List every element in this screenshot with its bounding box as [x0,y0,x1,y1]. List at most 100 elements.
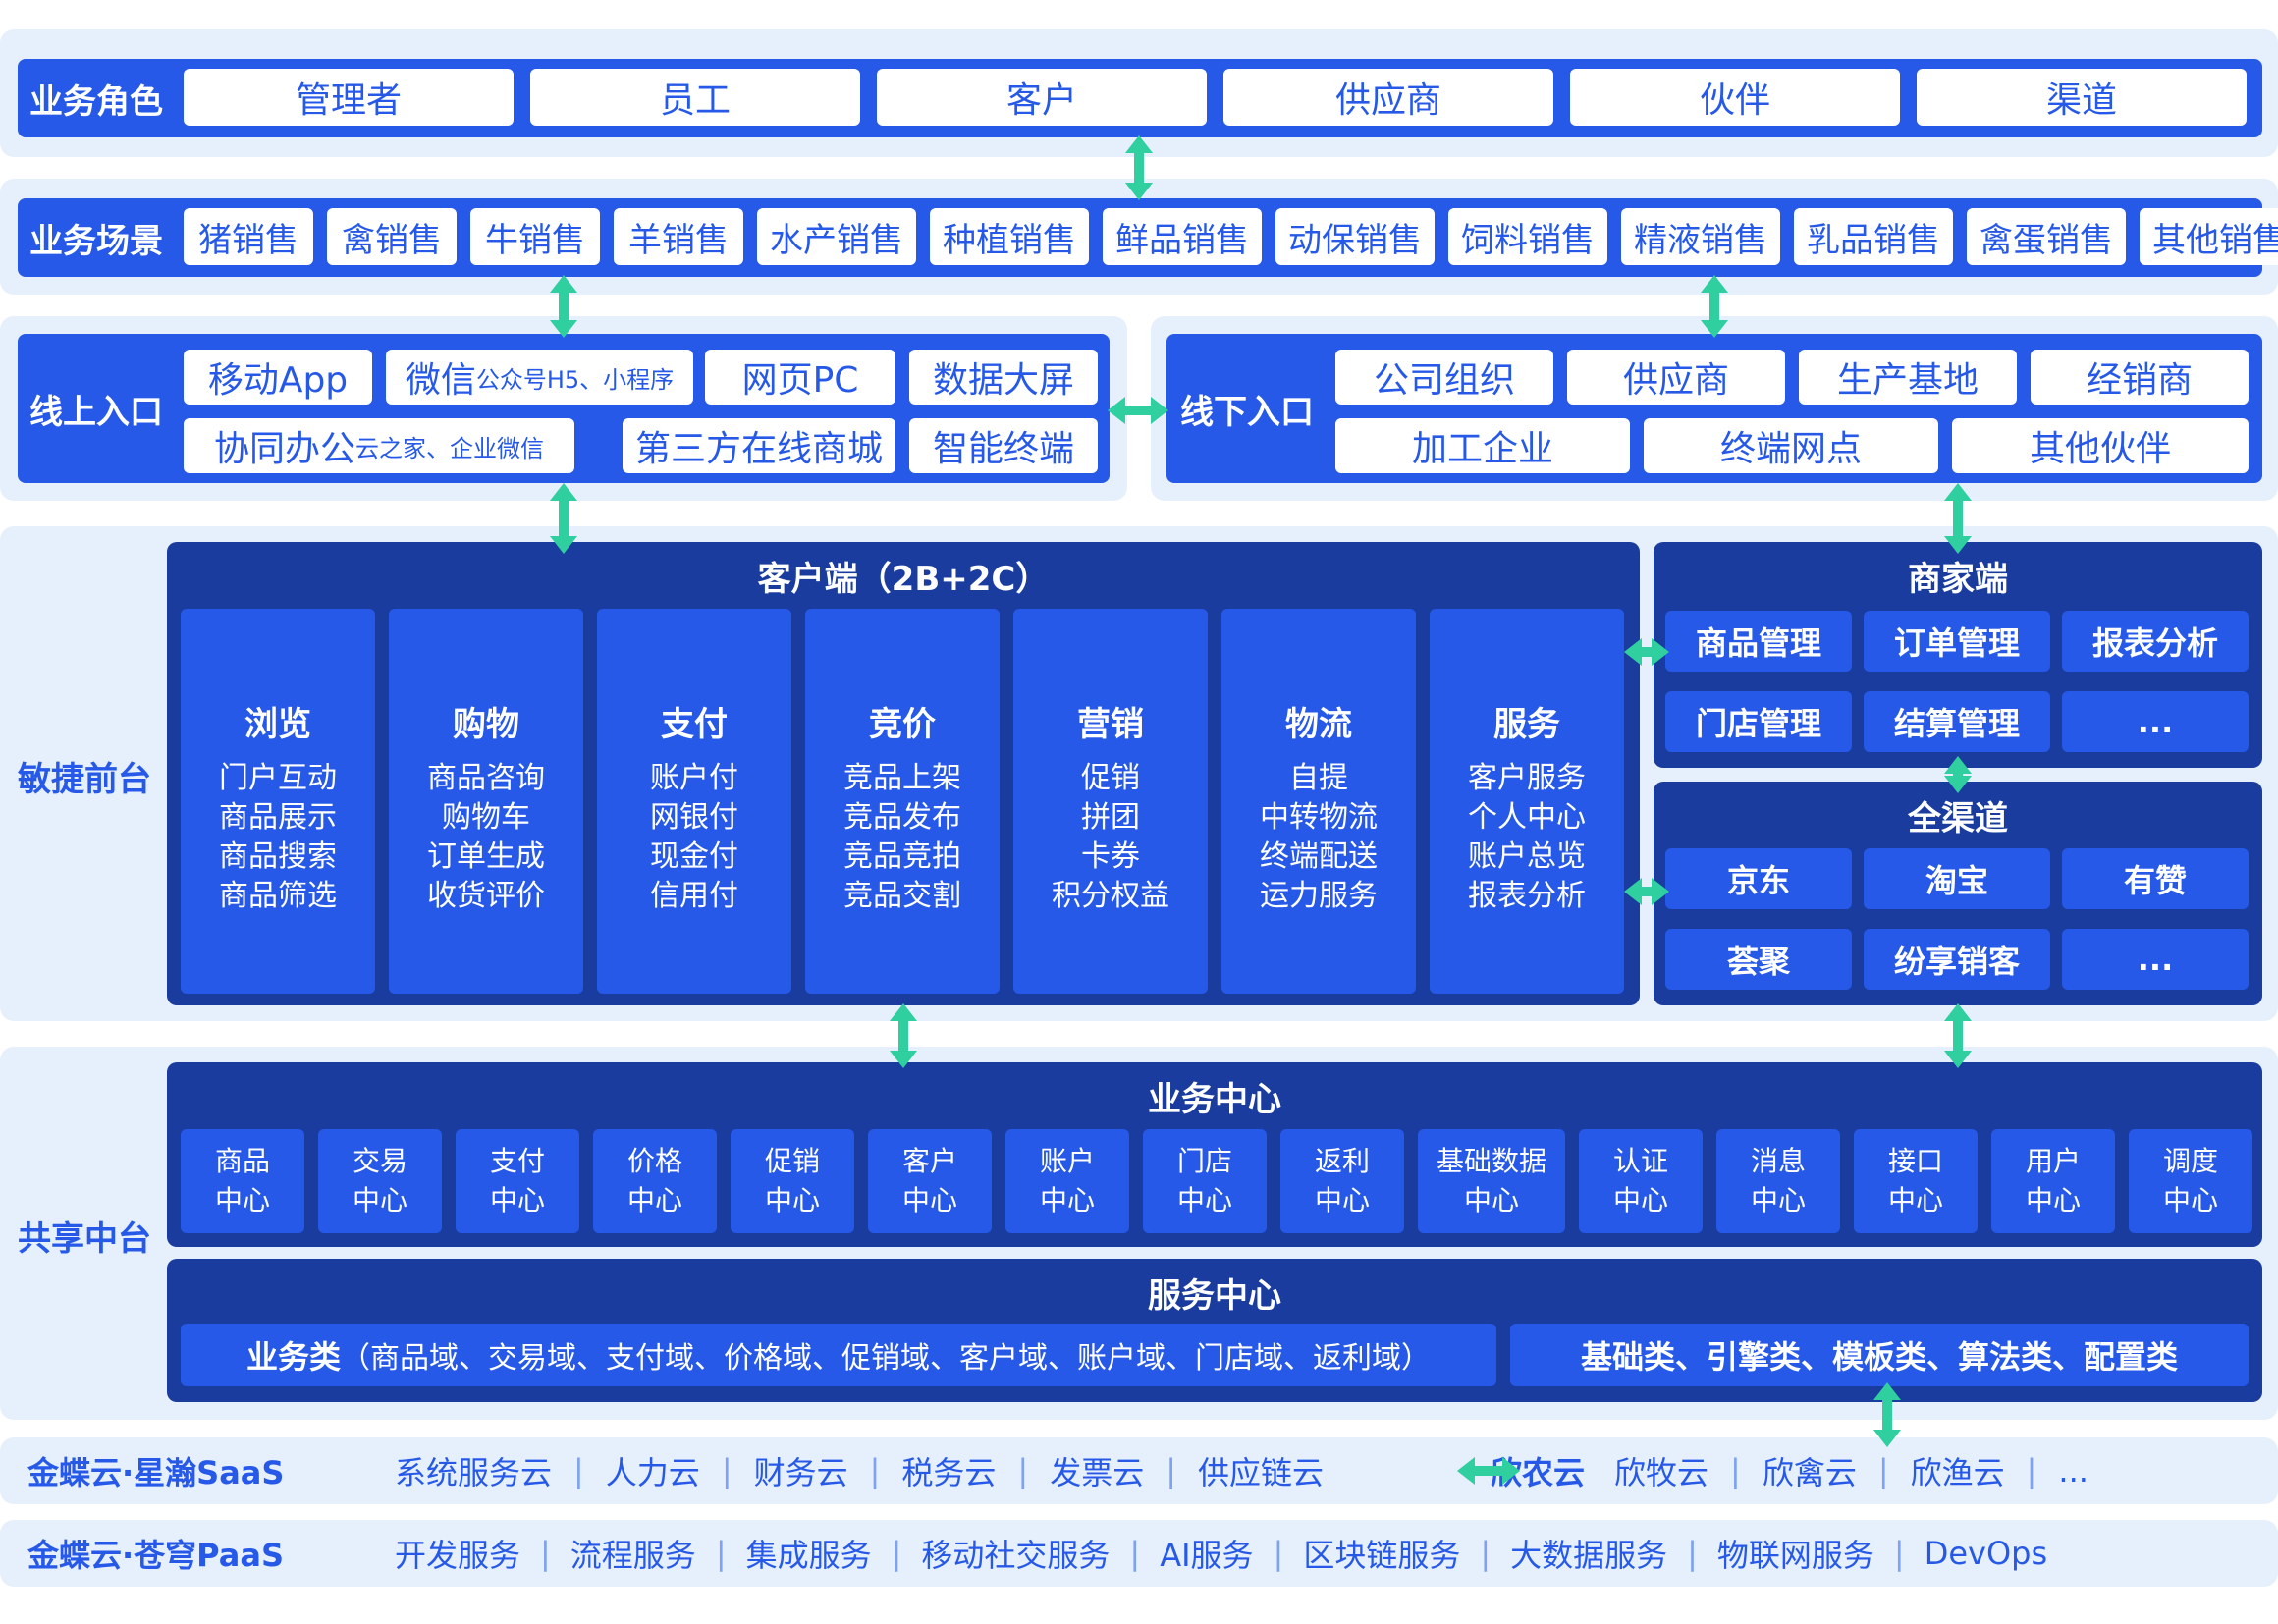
channel-item[interactable]: 纷享销客 [1864,929,2050,990]
business-center-text: 中心 [352,1184,407,1217]
client-column[interactable]: 支付账户付网银付现金付信用付 [597,609,791,994]
service-business[interactable]: 业务类（商品域、交易域、支付域、价格域、促销域、客户域、账户域、门店域、返利域） [181,1324,1496,1386]
paas-item[interactable]: 集成服务 [745,1537,872,1574]
saas-item[interactable]: ... [2058,1452,2088,1489]
service-basic[interactable]: 基础类、引擎类、模板类、算法类、配置类 [1510,1324,2249,1386]
saas-item[interactable]: 供应链云 [1197,1454,1324,1491]
client-column-title: 购物 [453,705,519,744]
paas-item[interactable]: 移动社交服务 [921,1537,1111,1574]
saas-item[interactable]: 发票云 [1050,1454,1145,1491]
scene-item[interactable]: 种植销售 [930,208,1089,265]
scene-item[interactable]: 鲜品销售 [1103,208,1262,265]
paas-item[interactable]: 流程服务 [570,1537,696,1574]
offline-other-partner[interactable]: 其他伙伴 [1952,418,2249,473]
scene-item[interactable]: 水产销售 [757,208,916,265]
scene-item[interactable]: 禽蛋销售 [1967,208,2126,265]
paas-item[interactable]: 开发服务 [395,1537,521,1574]
online-wechat[interactable]: 微信公众号H5、小程序 [386,350,693,405]
business-center-text: 商品 [214,1145,270,1177]
business-center-item[interactable]: 认证中心 [1579,1129,1703,1233]
role-manager[interactable]: 管理者 [184,69,514,126]
paas-item[interactable]: AI服务 [1160,1537,1254,1574]
scene-item[interactable]: 精液销售 [1621,208,1780,265]
business-center-item[interactable]: 商品中心 [181,1129,304,1233]
business-center-item[interactable]: 客户中心 [868,1129,992,1233]
role-employee[interactable]: 员工 [530,69,860,126]
client-column[interactable]: 购物商品咨询购物车订单生成收货评价 [389,609,583,994]
saas-item[interactable]: 欣牧云 [1614,1454,1709,1491]
business-center-item[interactable]: 交易中心 [318,1129,442,1233]
business-center-item[interactable]: 消息中心 [1716,1129,1840,1233]
business-center-item[interactable]: 返利中心 [1280,1129,1404,1233]
client-column[interactable]: 浏览门户互动商品展示商品搜索商品筛选 [181,609,375,994]
online-web-pc[interactable]: 网页PC [705,350,895,405]
client-column[interactable]: 物流自提中转物流终端配送运力服务 [1221,609,1416,994]
scene-item[interactable]: 饲料销售 [1448,208,1607,265]
saas-item[interactable]: 欣禽云 [1762,1454,1857,1491]
business-center-item[interactable]: 支付中心 [456,1129,579,1233]
client-column-item: 竞品竞拍 [843,839,961,874]
merchant-item[interactable]: 订单管理 [1864,611,2050,672]
channel-item[interactable]: 荟聚 [1665,929,1852,990]
paas-item[interactable]: DevOps [1924,1535,2048,1572]
business-center-text: 中心 [764,1184,820,1217]
business-center-item[interactable]: 门店中心 [1143,1129,1267,1233]
client-column-title: 营销 [1077,705,1144,744]
business-center-text: 中心 [626,1184,682,1217]
client-column[interactable]: 营销促销拼团卡券积分权益 [1013,609,1208,994]
business-center-item[interactable]: 接口中心 [1854,1129,1978,1233]
business-center-item[interactable]: 促销中心 [731,1129,854,1233]
client-column[interactable]: 服务客户服务个人中心账户总览报表分析 [1430,609,1624,994]
scene-item[interactable]: 乳品销售 [1794,208,1953,265]
separator: | [715,1535,727,1572]
merchant-item[interactable]: 门店管理 [1665,691,1852,752]
scene-item[interactable]: 牛销售 [470,208,600,265]
merchant-item[interactable]: 结算管理 [1864,691,2050,752]
channel-item[interactable]: 有赞 [2062,848,2249,909]
scene-item[interactable]: 禽销售 [327,208,457,265]
scene-item[interactable]: 动保销售 [1275,208,1435,265]
saas-item[interactable]: 系统服务云 [395,1454,553,1491]
business-center-text: 中心 [1176,1184,1232,1217]
saas-item[interactable]: 税务云 [901,1454,997,1491]
role-partner[interactable]: 伙伴 [1570,69,1900,126]
business-center-item[interactable]: 价格中心 [593,1129,717,1233]
role-channel[interactable]: 渠道 [1917,69,2247,126]
scene-item[interactable]: 其他销售 [2140,208,2278,265]
online-third-party[interactable]: 第三方在线商城 [623,418,895,473]
channel-item[interactable]: 京东 [1665,848,1852,909]
offline-terminal[interactable]: 终端网点 [1644,418,1938,473]
offline-dealer[interactable]: 经销商 [2031,350,2249,405]
client-column-item: 个人中心 [1468,800,1586,835]
scene-item[interactable]: 羊销售 [614,208,743,265]
merchant-item[interactable]: ... [2062,691,2249,752]
channel-item[interactable]: ... [2062,929,2249,990]
paas-item[interactable]: 物联网服务 [1716,1537,1874,1574]
online-collab[interactable]: 协同办公云之家、企业微信 [184,418,574,473]
channel-item[interactable]: 淘宝 [1864,848,2050,909]
offline-processor[interactable]: 加工企业 [1335,418,1630,473]
merchant-item[interactable]: 报表分析 [2062,611,2249,672]
online-mobile-app[interactable]: 移动App [184,350,372,405]
online-smart-terminal[interactable]: 智能终端 [909,418,1098,473]
paas-item[interactable]: 区块链服务 [1303,1537,1461,1574]
online-big-screen[interactable]: 数据大屏 [909,350,1098,405]
client-column[interactable]: 竞价竞品上架竞品发布竞品竞拍竞品交割 [805,609,1000,994]
saas-item[interactable]: 欣渔云 [1910,1454,2005,1491]
role-customer[interactable]: 客户 [877,69,1207,126]
role-supplier[interactable]: 供应商 [1223,69,1553,126]
business-center-item[interactable]: 基础数据中心 [1418,1129,1565,1233]
merchant-item[interactable]: 商品管理 [1665,611,1852,672]
saas-item[interactable]: 人力云 [605,1454,700,1491]
vertical-arrow [1125,135,1153,200]
vertical-arrow [1944,756,1972,793]
offline-company[interactable]: 公司组织 [1335,350,1553,405]
business-center-item[interactable]: 调度中心 [2129,1129,2252,1233]
offline-production-base[interactable]: 生产基地 [1799,350,2017,405]
business-center-item[interactable]: 账户中心 [1005,1129,1129,1233]
offline-supplier[interactable]: 供应商 [1567,350,1785,405]
paas-item[interactable]: 大数据服务 [1510,1537,1668,1574]
business-center-item[interactable]: 用户中心 [1991,1129,2115,1233]
saas-item[interactable]: 财务云 [753,1454,848,1491]
scene-item[interactable]: 猪销售 [184,208,313,265]
